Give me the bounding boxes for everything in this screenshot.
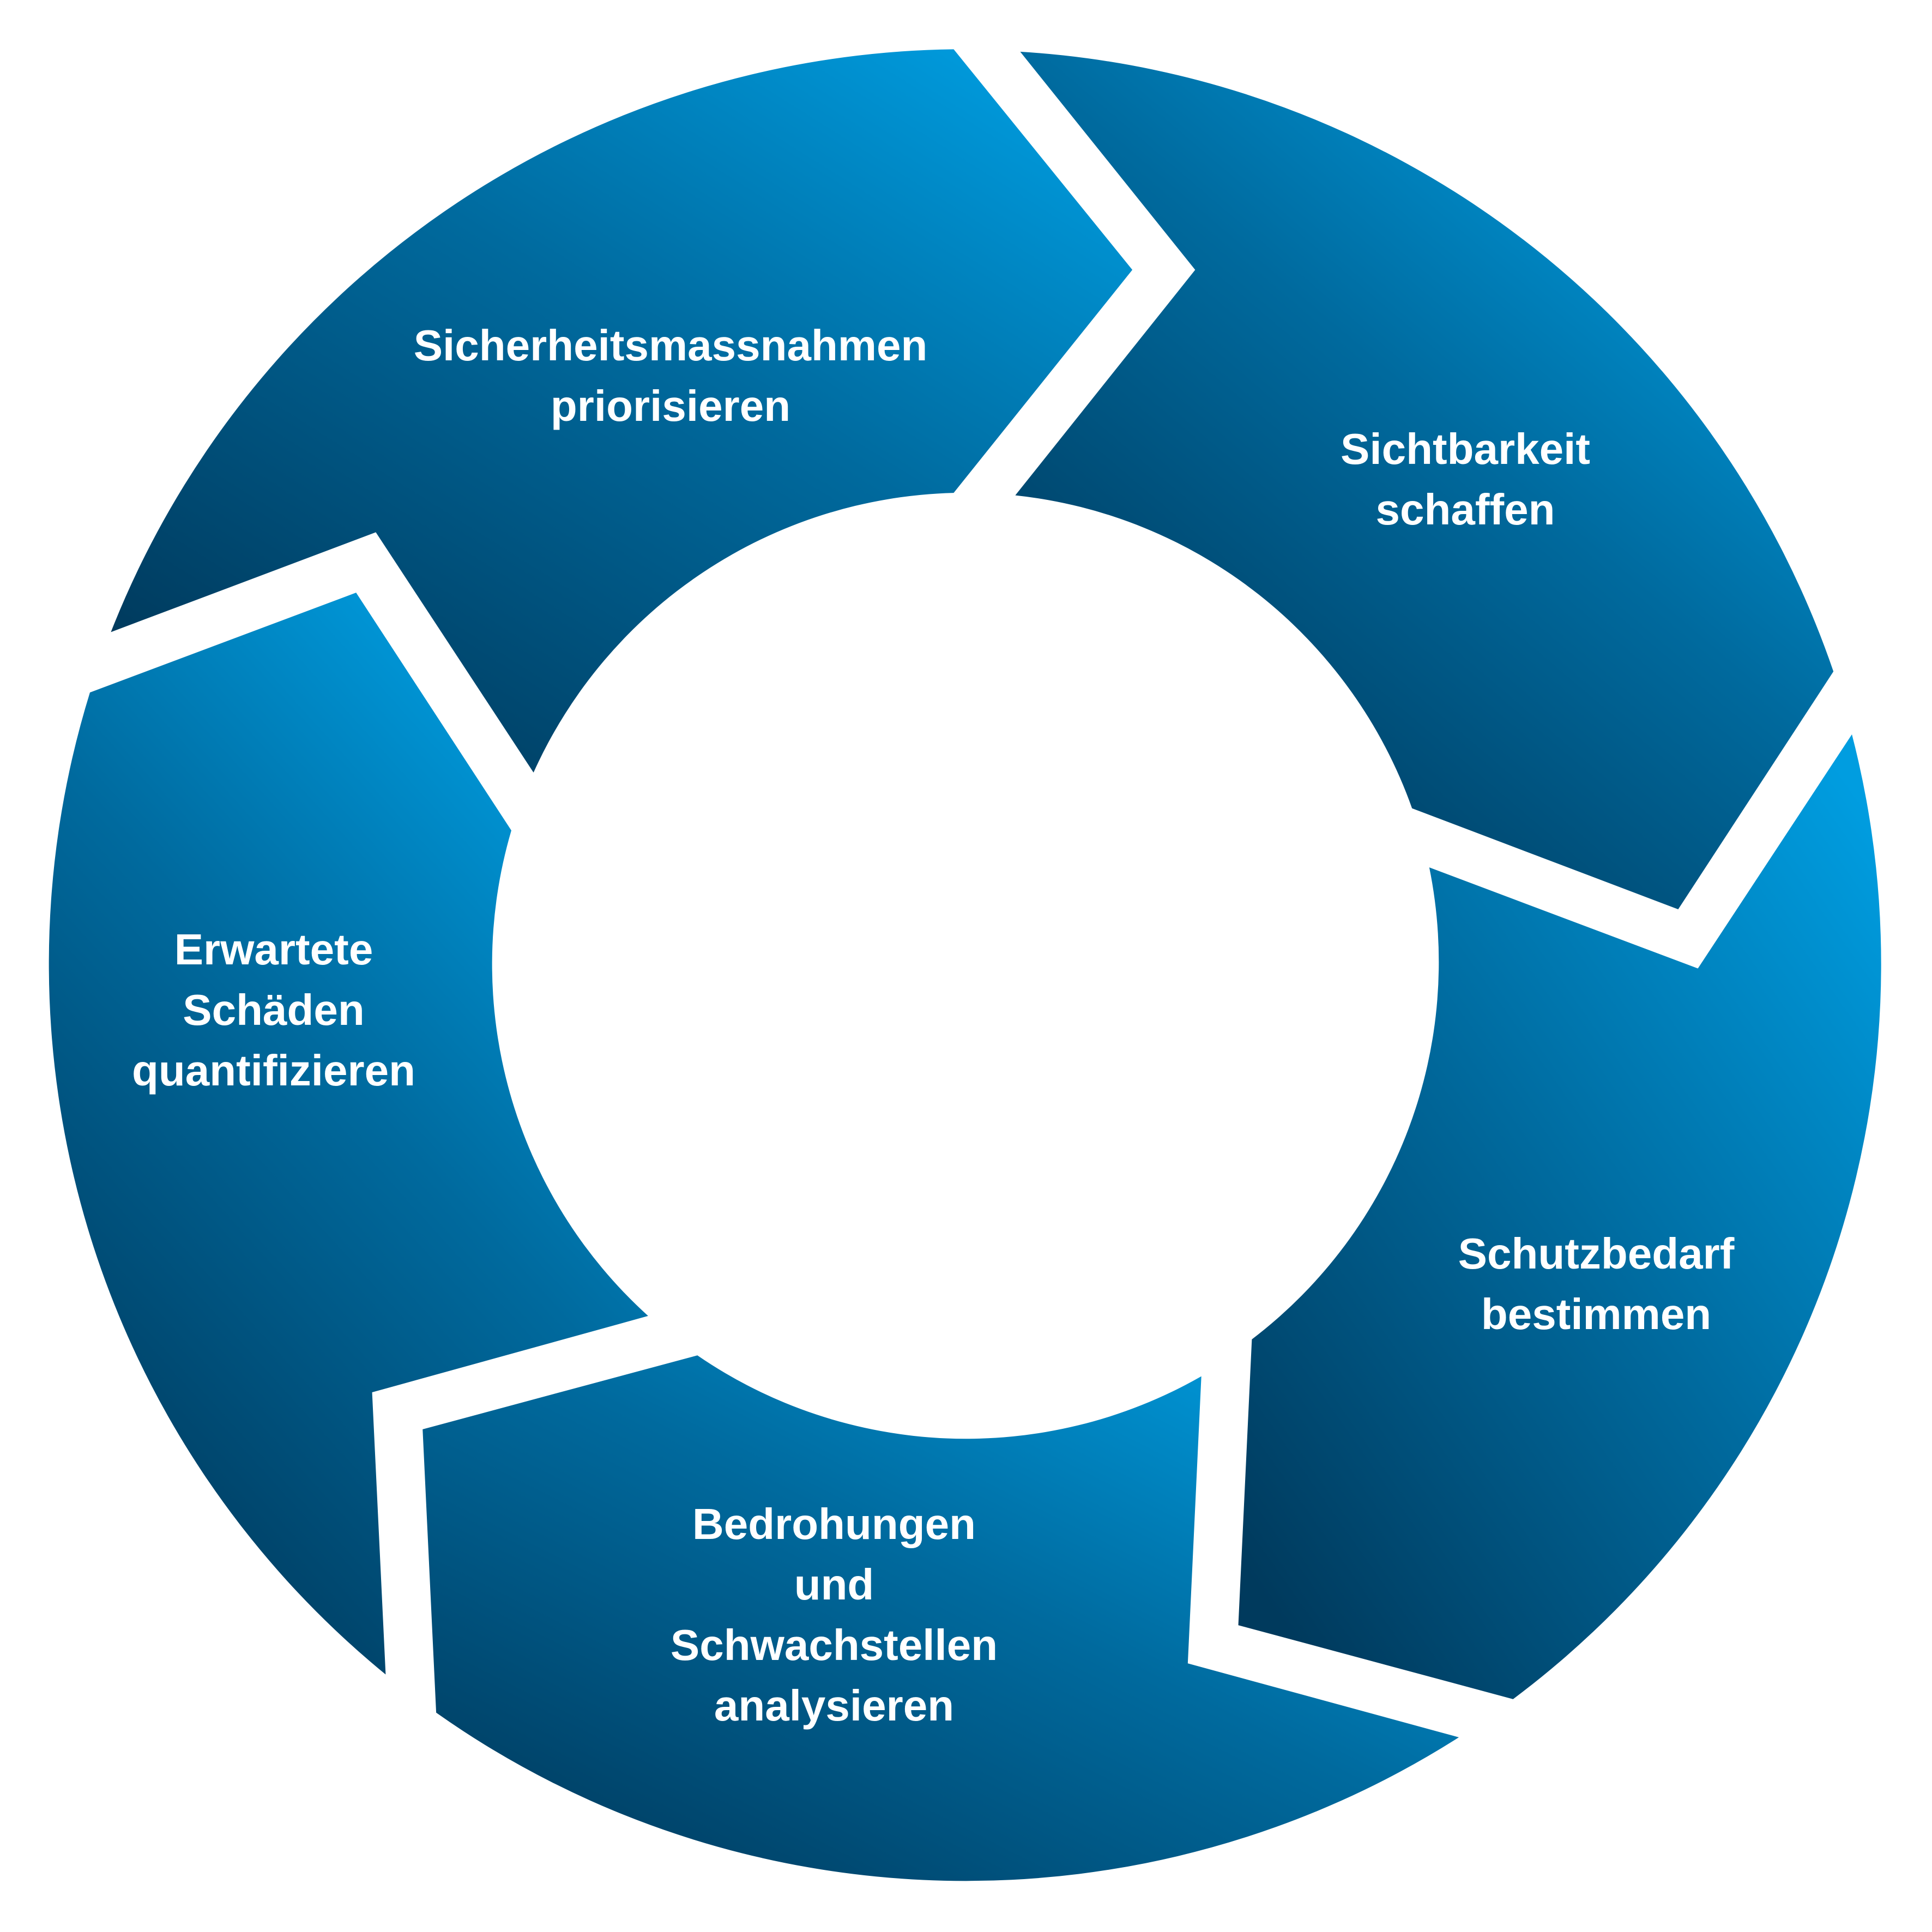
label-line: analysieren — [714, 1681, 955, 1730]
label-line: quantifizieren — [131, 1046, 416, 1095]
label-line: Bedrohungen — [692, 1500, 976, 1548]
segment-label-top: Sicherheitsmassnahmen priorisieren — [414, 315, 928, 436]
segment-label-right-top: Sichtbarkeit schaffen — [1341, 419, 1590, 540]
label-line: bestimmen — [1481, 1290, 1712, 1338]
label-line: Schäden — [183, 986, 365, 1034]
segment-label-bottom: Bedrohungen und Schwachstellen analysier… — [671, 1494, 998, 1736]
segment-top — [111, 49, 1133, 773]
segment-bottom — [422, 1355, 1459, 1881]
label-line: schaffen — [1375, 485, 1555, 534]
label-line: Erwartete — [174, 925, 373, 974]
label-line: Schwachstellen — [670, 1621, 998, 1669]
segment-right-bottom — [1238, 734, 1881, 1699]
label-line: Sichtbarkeit — [1341, 425, 1590, 473]
label-line: Sicherheitsmassnahmen — [413, 321, 928, 370]
segment-label-left: Erwartete Schäden quantifizieren — [132, 919, 415, 1101]
label-line: und — [794, 1560, 874, 1609]
segment-label-right-bottom: Schutzbedarf bestimmen — [1458, 1223, 1735, 1344]
label-line: Schutzbedarf — [1458, 1229, 1735, 1278]
segment-right-top — [1015, 51, 1834, 910]
label-line: priorisieren — [550, 382, 791, 430]
segment-left — [49, 593, 648, 1675]
